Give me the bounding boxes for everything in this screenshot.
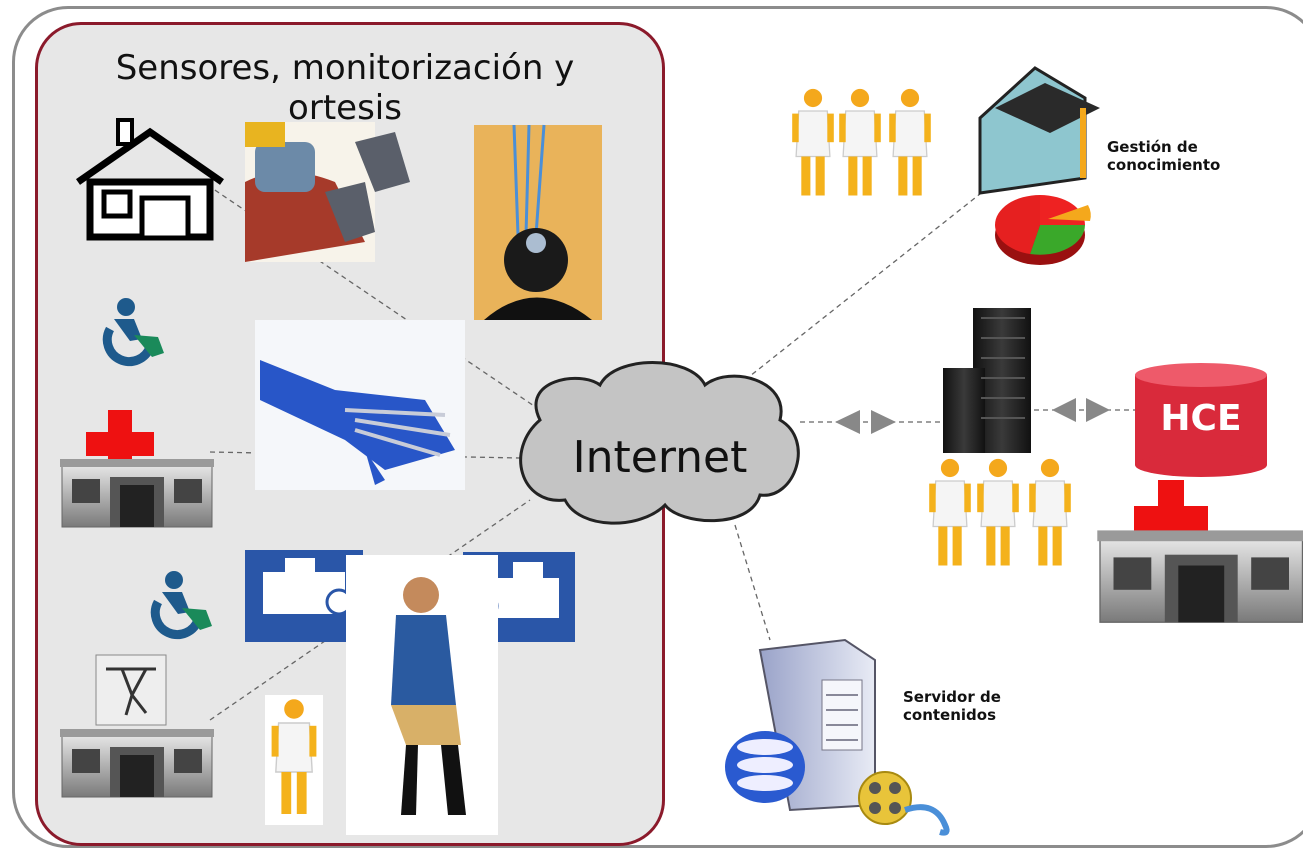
doctor-group-icon — [928, 458, 1072, 567]
knowledge-management-label: Gestión de conocimiento — [1107, 138, 1221, 174]
graduation-cap-icon — [978, 66, 1100, 195]
glove-icon — [255, 320, 465, 490]
doctor-group-icon — [791, 88, 932, 197]
server-rack-icon — [943, 308, 1031, 453]
hce-label: HCE — [1160, 398, 1242, 439]
wheelchair-icon — [155, 571, 212, 635]
bidirectional-arrows — [835, 398, 1110, 434]
hospital-icon — [1096, 480, 1303, 623]
wheelchair-icon — [107, 298, 164, 362]
panel-title: Sensores, monitorización y ortesis — [115, 48, 575, 128]
gym-icon — [59, 654, 215, 798]
exoskeleton-glove-icon — [245, 122, 410, 262]
internet-cloud-icon — [519, 361, 800, 525]
walking-man-icon — [346, 555, 498, 835]
hospital-icon — [59, 410, 215, 528]
content-server-label: Servidor de contenidos — [903, 688, 1001, 724]
doctor-icon — [265, 695, 323, 825]
brain-icon — [474, 124, 602, 320]
camera-icon — [245, 550, 363, 642]
house-icon — [76, 118, 224, 241]
database-icon — [725, 731, 805, 803]
pie-chart-icon — [995, 195, 1091, 265]
film-reel-icon — [858, 771, 950, 836]
internet-label: Internet — [572, 432, 748, 483]
database-icon — [1135, 363, 1267, 477]
